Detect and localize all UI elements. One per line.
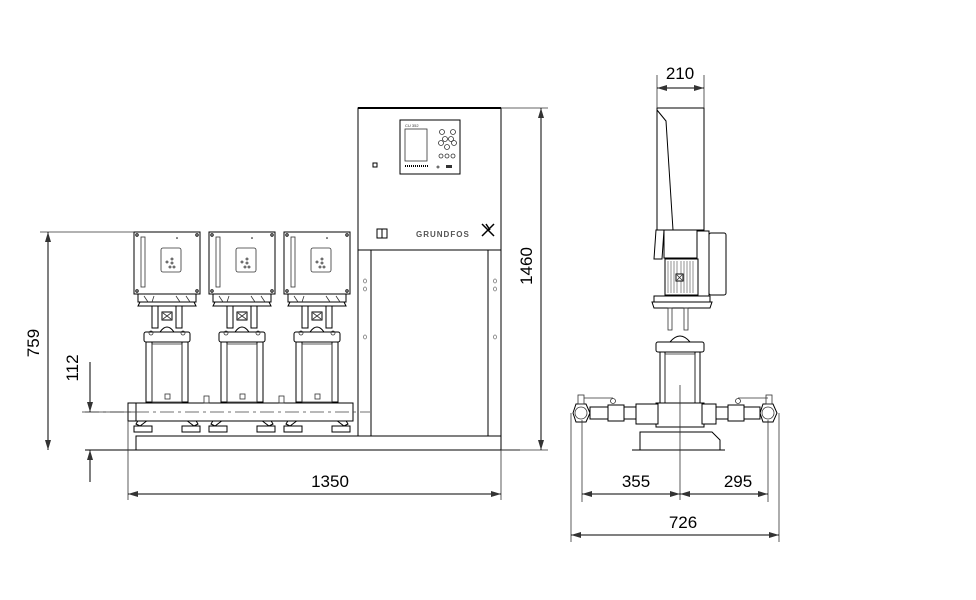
- side-view: 210 355 295 726: [570, 64, 780, 542]
- controller-panel: CU 352: [399, 119, 461, 175]
- suction-manifold: [572, 394, 637, 423]
- disconnect-switch-icon: [376, 228, 388, 239]
- dimension-label-overall-height: 1460: [517, 247, 536, 285]
- dimension-label-overall-length: 1350: [311, 472, 349, 491]
- front-view: CU 352 GRUNDFOS: [24, 107, 548, 500]
- control-cabinet: CU 352 GRUNDFOS: [357, 107, 502, 439]
- controller-label: CU 352: [405, 123, 419, 128]
- dimension-112: 112: [63, 354, 135, 482]
- dimension-1460: 1460: [501, 107, 548, 451]
- pump-2: [208, 231, 276, 433]
- dimension-label-overall-width: 726: [669, 513, 697, 532]
- dimension-label-cabinet-depth: 210: [666, 64, 694, 83]
- discharge-manifold: [715, 394, 778, 423]
- dimension-label-manifold-height: 112: [63, 354, 82, 381]
- brand-name: GRUNDFOS: [416, 230, 470, 239]
- dimension-210: 210: [656, 64, 705, 108]
- base-frame: [85, 435, 520, 451]
- dimension-726: 726: [570, 413, 780, 542]
- pump-body-side: [632, 307, 725, 451]
- cabinet-side: [656, 107, 705, 231]
- dimension-759: 759: [24, 231, 134, 450]
- pump-1: [133, 231, 201, 433]
- dimension-label-pump-height: 759: [24, 329, 43, 357]
- dimension-1350: 1350: [127, 421, 502, 500]
- dimension-355-295: 355 295: [581, 420, 769, 502]
- grundfos-logo-icon: [481, 223, 495, 237]
- dimension-label-right-offset: 295: [724, 472, 752, 491]
- dimension-label-left-offset: 355: [622, 472, 650, 491]
- motor-side: [651, 229, 727, 309]
- pump-3: [283, 231, 351, 433]
